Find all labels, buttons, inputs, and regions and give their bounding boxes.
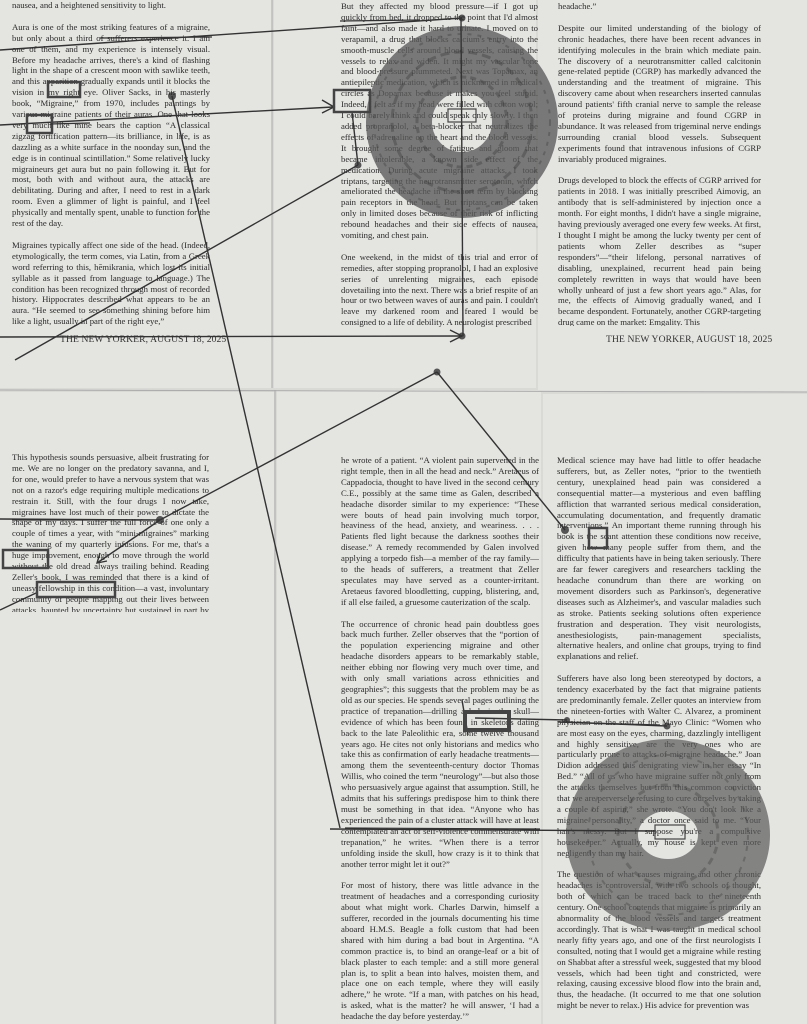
strike-through [339,19,421,22]
page-footer: THE NEW YORKER, AUGUST 18, 2025 [60,334,227,345]
arrowhead [449,329,464,343]
article-column-bottom-left: This hypothesis sounds persuasive, albei… [12,452,209,612]
word-boxes [1,80,686,840]
paragraph: For most of history, there was little ad… [341,880,539,1022]
strike-through [49,122,91,125]
article-column-top-left: nausea, and a heightened sensitivity to … [12,0,210,330]
pencil-line [0,592,37,611]
strike-through [344,827,541,830]
pencil-line [329,828,656,832]
pencil-line [0,106,334,126]
paragraph: nausea, and a heightened sensitivity to … [12,0,166,10]
paragraph: Drugs developed to block the effects of … [558,175,761,326]
paragraph: Despite our limited understanding of the… [558,22,761,164]
word-box-your [654,824,686,840]
word-box-barely [447,108,477,123]
paragraph: The occurrence of chronic head pain doub… [341,618,539,869]
word-box-the-world [1,548,50,570]
arrowhead [321,99,336,114]
pencil-lines [0,17,668,832]
article-column-bottom-middle: he wrote of a patient. “A violent pain s… [341,455,539,1024]
article-column-top-right: headache.” Despite our limited understan… [558,1,761,326]
word-box-his [587,526,609,550]
paragraph: This hypothesis sounds persuasive, albei… [12,452,209,612]
pencil-line [460,17,464,337]
scribbled-donut-bottom [566,739,770,931]
pencil-line [474,717,568,721]
strike-throughs [12,19,661,830]
page-bottom-middle [277,390,541,1024]
paragraph: One weekend, in the midst of this trial … [341,251,538,328]
pencil-line [96,519,161,564]
page-edge [0,389,807,393]
paragraph: Medical science may have had little to o… [557,455,761,662]
page-bottom-left [0,392,274,1024]
paragraph: Aura is one of the most striking feature… [12,21,210,229]
paragraph: he wrote of a patient. “A violent pain s… [341,455,539,607]
page-footer: THE NEW YORKER, AUGUST 18, 2025 [606,334,773,345]
pencil-line [14,164,359,361]
strike-through [557,721,661,726]
pencil-line [159,371,438,521]
arrowhead [95,552,108,564]
word-box-vision [46,80,82,99]
pencil-line [0,335,463,338]
pencil-line [171,95,341,829]
paragraph: Migraines typically affect one side of t… [12,239,210,327]
word-box-a-hole [463,710,511,732]
paragraph: headache.” [558,1,597,11]
page-top-left [0,0,272,388]
page-top-right [538,0,807,392]
word-box-uneasy-fellowship [35,580,117,599]
pencil-line [351,111,359,166]
word-box-makes [332,88,372,114]
pencil-line [436,371,566,531]
strike-through [99,36,213,39]
pencil-line [0,17,463,51]
